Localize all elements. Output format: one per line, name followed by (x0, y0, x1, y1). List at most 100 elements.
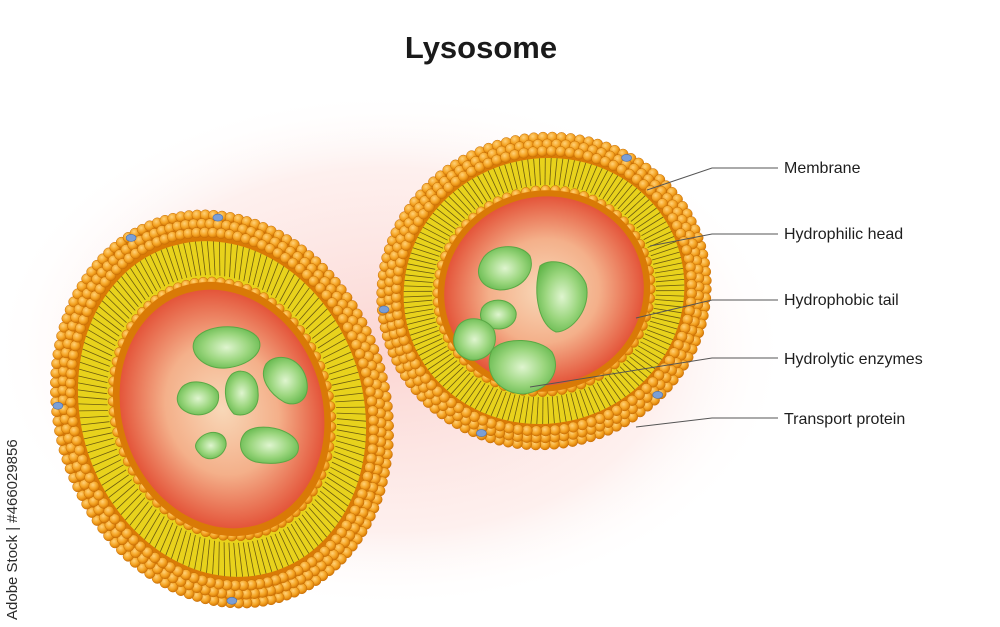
leader-transport-protein (635, 417, 778, 428)
hydrophobic-tail (592, 384, 606, 409)
transport-protein (226, 596, 238, 605)
hydrophobic-tail (213, 241, 216, 276)
hydrophilic-head (65, 396, 77, 408)
hydrophobic-tail (429, 217, 453, 233)
hydrophobic-tail (650, 320, 678, 330)
hydrophilic-head (653, 369, 665, 381)
hydrophobic-tail (414, 242, 442, 253)
hydrophobic-tail (177, 244, 188, 278)
hydrophobic-tail (510, 162, 518, 190)
hydrophobic-tail (308, 314, 332, 335)
hydrophilic-head (326, 297, 338, 309)
hydrophobic-tail (627, 199, 650, 219)
hydrophilic-head (450, 176, 462, 188)
hydrophobic-tail (334, 451, 363, 463)
hydrophobic-tail (404, 304, 433, 309)
hydrophilic-head (320, 289, 332, 301)
hydrophobic-tail (322, 486, 349, 507)
leader-hydrolytic-enzymes (529, 357, 778, 388)
hydrolytic-enzyme (536, 261, 588, 333)
hydrophobic-tail (646, 329, 674, 340)
hydrophobic-tail (434, 360, 458, 379)
hydrophobic-tail (453, 192, 472, 213)
hydrophobic-tail (266, 262, 279, 293)
hydrophobic-tail (95, 459, 122, 473)
hydrophobic-tail (302, 303, 324, 325)
hydrophobic-tail (334, 392, 364, 397)
hydrophilic-head (367, 434, 379, 446)
hydrophilic-head (360, 367, 372, 378)
hydrophobic-tail (533, 158, 537, 186)
hydrophobic-tail (270, 535, 284, 569)
lysosome-lumen (119, 289, 325, 529)
hydrophobic-tail (422, 226, 448, 241)
hydrophobic-tail (504, 164, 513, 191)
hydrophobic-tail (405, 313, 434, 320)
hydrophobic-tail (257, 256, 268, 288)
hydrophilic-head (367, 415, 379, 426)
hydrophobic-tail (286, 526, 305, 557)
hydrophobic-tail (655, 294, 685, 297)
hydrophobic-tail (80, 421, 110, 426)
hydrolytic-enzymes (453, 246, 588, 395)
hydrophobic-tail (166, 247, 179, 281)
hydrophobic-tail (333, 456, 362, 470)
hydrophobic-tail (326, 358, 354, 370)
hydrophobic-tail (440, 204, 462, 223)
hydrophilic-head (546, 145, 558, 157)
hydrophilic-head (77, 454, 88, 465)
hydrophobic-tail (195, 241, 202, 276)
hydrophobic-tail (632, 352, 656, 370)
hydrophobic-tail (521, 160, 527, 187)
hydrophobic-tail (335, 399, 365, 403)
hydrophobic-tail (108, 479, 132, 498)
hydrophobic-tail (270, 266, 285, 296)
hydrophobic-tail (602, 175, 619, 200)
leader-membrane (646, 167, 778, 191)
hydrophobic-tail (598, 172, 614, 198)
hydrolytic-enzyme (225, 370, 259, 416)
hydrophobic-tail (518, 395, 525, 423)
hydrophobic-tail (427, 353, 452, 370)
hydrophilic-head (500, 151, 512, 163)
hydrophobic-tail (160, 249, 174, 283)
hydrophobic-tail (317, 332, 343, 349)
hydrophilic-head (149, 552, 161, 564)
hydrophilic-head (633, 389, 645, 401)
outer-hydrophilic-heads (50, 209, 394, 609)
hydrophobic-tail (409, 257, 437, 266)
hydrophobic-tail (336, 429, 366, 436)
hydrophobic-tail (120, 493, 142, 515)
lysosome-left (50, 209, 394, 609)
hydrophobic-tail (116, 280, 139, 308)
hydrophobic-tail (194, 536, 201, 570)
hydrophilic-head (103, 505, 115, 517)
hydrophobic-tail (165, 525, 178, 556)
hydrophobic-tail (600, 380, 616, 404)
hydrophobic-tail (247, 541, 255, 576)
hydrophilic-head (540, 425, 552, 437)
hydrolytic-enzyme (192, 326, 261, 369)
hydrophobic-tail (311, 503, 335, 528)
hydrophobic-tail (515, 161, 523, 188)
hydrolytic-enzyme (240, 426, 299, 464)
hydrophobic-tail (101, 469, 127, 486)
hydrophobic-tail (320, 338, 346, 354)
hydrophobic-tail (421, 345, 447, 361)
hydrophobic-tail (282, 529, 300, 561)
hydrophilic-head (503, 422, 515, 434)
hydrophobic-tail (84, 342, 113, 357)
hydrophilic-head (98, 497, 110, 509)
hydrophobic-tail (650, 246, 679, 257)
hydrophobic-tail (655, 284, 685, 287)
hydrophilic-head (314, 282, 326, 294)
hydrophobic-tail (524, 396, 530, 424)
hydrophobic-tail (104, 474, 130, 492)
hydrophobic-tail (413, 334, 441, 346)
hydrophobic-tail (577, 162, 587, 189)
hydrophobic-tail (274, 533, 289, 566)
hydrophobic-tail (621, 191, 642, 213)
hydrophilic-head (65, 368, 77, 380)
hydrophobic-tail (79, 361, 109, 373)
hydrophobic-tail (501, 393, 511, 420)
